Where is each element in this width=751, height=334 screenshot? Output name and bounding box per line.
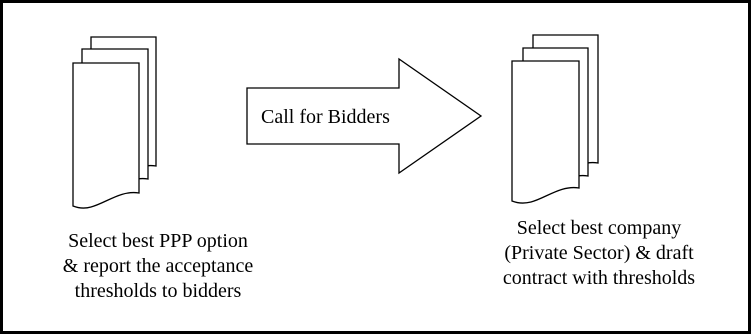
- left-document-front: [72, 62, 140, 209]
- left-caption: Select best PPP option & report the acce…: [23, 229, 293, 304]
- diagram-canvas: [72, 34, 599, 209]
- right-document-stack: [511, 34, 599, 204]
- right-caption-line: Select best company: [516, 217, 682, 239]
- left-document-stack: [72, 36, 157, 209]
- left-caption-line: & report the acceptance: [62, 255, 254, 277]
- right-document-front: [511, 60, 580, 204]
- right-caption: Select best company (Private Sector) & d…: [459, 216, 739, 291]
- left-caption-line: thresholds to bidders: [74, 280, 242, 302]
- right-caption-line: (Private Sector) & draft: [504, 242, 694, 264]
- left-caption-line: Select best PPP option: [68, 230, 248, 252]
- block-arrow: [246, 57, 483, 175]
- arrow-label: Call for Bidders: [261, 106, 390, 128]
- right-caption-line: contract with thresholds: [502, 267, 696, 289]
